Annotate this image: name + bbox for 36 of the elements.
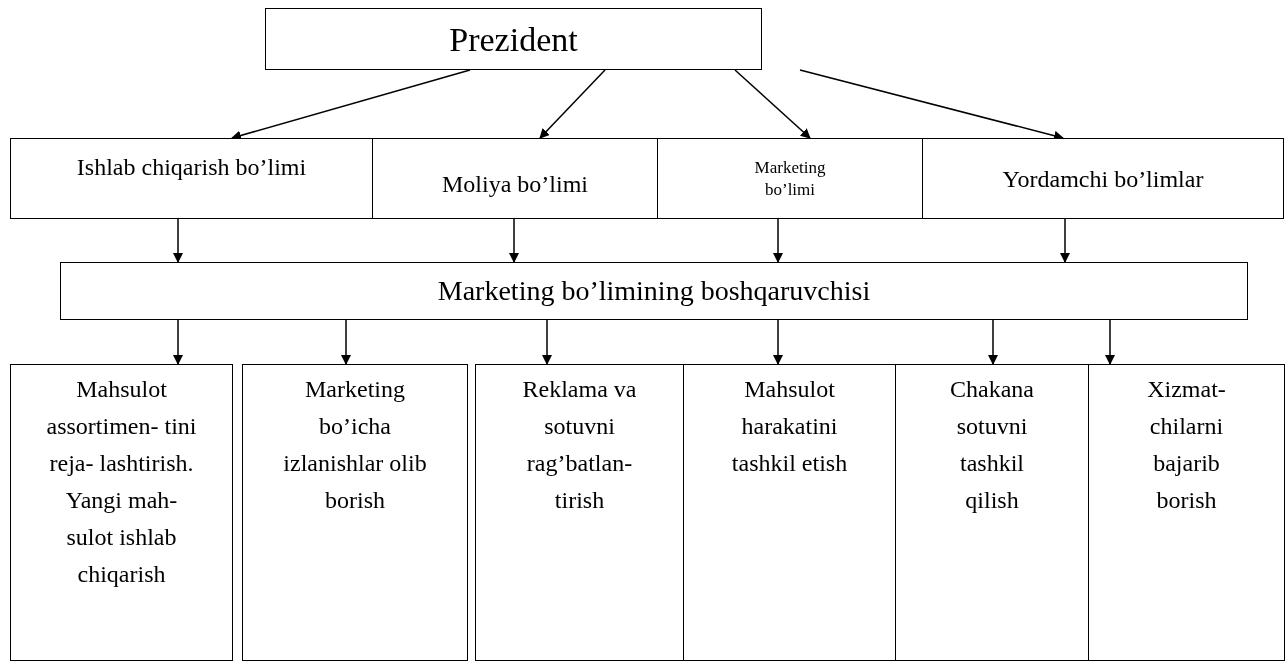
arrow <box>173 319 183 365</box>
org-box <box>60 262 1248 320</box>
box-label: Marketing bo’limining boshqaruvchisi <box>437 274 871 308</box>
arrow <box>173 218 183 263</box>
arrow <box>1105 319 1115 365</box>
arrow <box>988 319 998 365</box>
box-label: Reklama va sotuvni rag’batlan- tirish <box>521 375 638 515</box>
box-label: Mahsulot assortimen- tini reja- lashtirish. Yangi mah- sulot ishlab chiqarish <box>45 375 198 589</box>
arrow <box>1060 218 1070 263</box>
org-box <box>683 364 896 661</box>
arrow <box>509 218 519 263</box>
org-box <box>922 138 1284 219</box>
box-label: Moliya bo’limi <box>442 169 588 199</box>
box-label: Yordamchi bo’limlar <box>1002 164 1204 194</box>
org-box <box>475 364 684 661</box>
arrow <box>734 69 811 139</box>
arrow <box>773 319 783 365</box>
box-label: Mahsulot harakatini tashkil etish <box>730 375 849 478</box>
box-label: Ishlab chiqarish bo’limi <box>76 153 307 182</box>
arrow <box>539 69 606 139</box>
org-box <box>10 364 233 661</box>
org-box <box>265 8 762 70</box>
org-box <box>242 364 468 661</box>
box-label: Marketing bo’icha izlanishlar olib borish <box>282 375 428 515</box>
org-box <box>372 138 658 219</box>
box-label: Xizmat- chilarni bajarib borish <box>1146 375 1227 515</box>
arrow <box>542 319 552 365</box>
org-box <box>10 138 373 219</box>
org-box <box>895 364 1089 661</box>
arrow <box>341 319 351 365</box>
box-label: Prezident <box>449 19 578 60</box>
org-box <box>657 138 923 219</box>
org-box <box>1088 364 1285 661</box>
arrow <box>773 218 783 263</box>
box-label: Marketing bo’limi <box>753 156 827 201</box>
box-label: Chakana sotuvni tashkil qilish <box>949 375 1035 515</box>
